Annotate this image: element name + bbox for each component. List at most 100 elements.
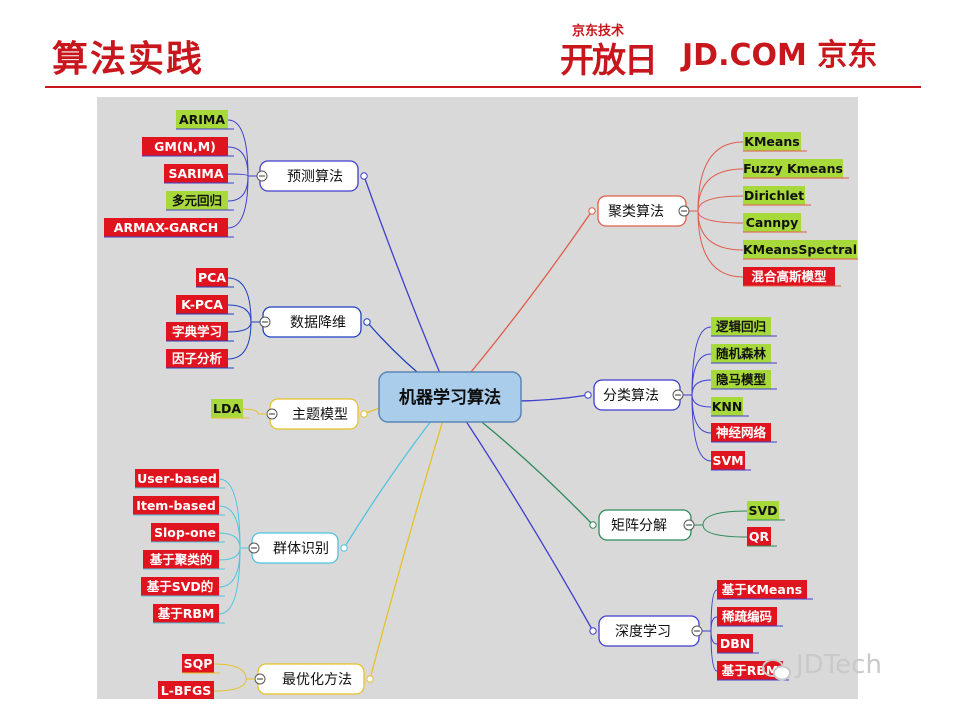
leaf-connector	[218, 547, 249, 588]
leaf-label: 基于KMeans	[721, 582, 802, 597]
leaf-label: KMeansSpectral	[743, 242, 857, 257]
leaf-node	[711, 344, 771, 363]
leaf-label: ARMAX-GARCH	[114, 220, 218, 235]
branch-connector	[369, 396, 451, 680]
leaf-connector	[227, 119, 257, 177]
leaf-connector	[689, 210, 744, 251]
leaf-label: 因子分析	[172, 351, 223, 366]
leaf-connector	[702, 616, 718, 632]
leaf-label: User-based	[137, 471, 217, 486]
leaf-connector	[227, 321, 260, 333]
connector-dot	[363, 318, 371, 326]
leaf-label: L-BFGS	[161, 683, 211, 698]
leaf-label: ARIMA	[179, 112, 225, 127]
leaf-label: DBN	[720, 636, 750, 651]
leaf-node	[711, 423, 771, 442]
leaf-label: SVM	[712, 453, 743, 468]
leaf-label: 字典学习	[172, 324, 222, 339]
leaf-connector	[683, 326, 712, 396]
leaf-node	[747, 501, 779, 520]
leaf-connector	[702, 630, 718, 645]
leaf-node	[196, 268, 228, 287]
leaf-label: LDA	[213, 401, 241, 416]
leaf-node	[133, 496, 219, 515]
leaf-label: QR	[749, 529, 770, 544]
leaf-connector	[689, 210, 744, 278]
leaf-node	[166, 322, 228, 341]
leaf-connector	[218, 532, 249, 549]
connector-dot	[589, 521, 597, 529]
center-node	[378, 371, 522, 423]
leaf-label: Item-based	[136, 498, 216, 513]
leaf-connector	[694, 524, 748, 538]
leaf-node	[166, 349, 228, 368]
leaf-label: K-PCA	[181, 297, 223, 312]
leaf-label: KMeans	[744, 134, 799, 149]
leaf-connector	[213, 663, 255, 680]
leaf-label: 混合高斯模型	[751, 269, 827, 284]
leaf-node	[141, 577, 219, 596]
leaf-label: 多元回归	[172, 193, 222, 208]
leaf-connector	[227, 321, 260, 360]
leaf-node	[211, 399, 243, 418]
leaf-connector	[218, 547, 249, 615]
leaf-connector	[683, 353, 712, 396]
leaf-node	[711, 451, 745, 470]
leaf-node	[176, 295, 228, 314]
leaf-node	[717, 580, 807, 599]
leaf-connector	[227, 175, 257, 229]
logo-small-text: 京东技术	[572, 24, 625, 39]
leaf-connector	[689, 141, 744, 212]
leaf-connector	[227, 277, 260, 323]
connector-dot	[584, 391, 592, 399]
connector-dot	[360, 172, 368, 180]
title-divider	[45, 86, 921, 88]
leaf-connector	[227, 175, 257, 202]
leaf-label: Slop-one	[154, 525, 216, 540]
leaf-label: 隐马模型	[716, 372, 767, 387]
leaf-label: SVD	[748, 503, 777, 518]
leaf-connector	[689, 195, 744, 212]
leaf-node	[711, 397, 743, 416]
leaf-label: SARIMA	[168, 166, 223, 181]
leaf-node	[717, 634, 753, 653]
leaf-label: 基于SVD的	[146, 579, 214, 594]
leaf-node	[743, 267, 835, 286]
branch-node-label: 预测算法	[287, 169, 343, 185]
leaf-label: 基于RBM	[157, 606, 215, 621]
leaf-connector	[694, 510, 748, 526]
leaf-label: 稀疏编码	[722, 609, 772, 624]
leaf-connector	[683, 379, 712, 396]
leaf-label: 神经网络	[716, 425, 767, 440]
leaf-connector	[218, 478, 249, 549]
leaf-node	[743, 240, 857, 259]
leaf-label: SQP	[184, 656, 213, 671]
leaf-connector	[683, 394, 712, 434]
leaf-connector	[689, 168, 744, 212]
leaf-node	[717, 607, 777, 626]
leaf-node	[711, 370, 771, 389]
page-title: 算法实践	[52, 39, 205, 80]
leaf-connector	[689, 210, 744, 224]
branch-node-label: 聚类算法	[608, 204, 664, 220]
connector-dot	[589, 627, 597, 635]
leaf-connector	[683, 394, 712, 408]
leaf-connector	[227, 146, 257, 177]
leaf-node	[158, 681, 214, 699]
leaf-node	[743, 159, 843, 178]
branch-connector	[449, 396, 594, 632]
center-node-label: 机器学习算法	[399, 387, 501, 408]
leaf-label: GM(N,M)	[154, 139, 216, 154]
leaf-label: PCA	[198, 270, 226, 285]
leaf-label: 逻辑回归	[716, 319, 766, 334]
mind-map: 机器学习算法 预测算法 ARIMA GM(N,M) SARIMA 多元回归 ARMAX-GA…	[97, 97, 858, 699]
leaf-node	[166, 191, 228, 210]
open-day-logo: 京东技术 开放日	[560, 20, 670, 81]
leaf-node	[743, 213, 801, 232]
leaf-label: Cannpy	[746, 215, 799, 230]
jd-brand-text: JD.COM 京东	[682, 38, 878, 73]
leaf-label: KNN	[712, 399, 743, 414]
watermark-text: JDTech	[796, 650, 882, 680]
leaf-label: 随机森林	[716, 346, 767, 361]
connector-dot	[360, 410, 368, 418]
